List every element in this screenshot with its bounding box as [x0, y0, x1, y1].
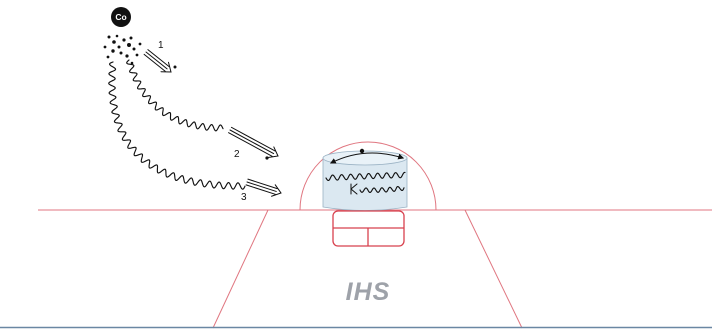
detector-dome [299, 141, 437, 211]
cobalt-source: Co [111, 7, 131, 27]
particle-dot [117, 45, 121, 49]
particle-dot [103, 45, 107, 49]
arrow-shaft-line [145, 51, 168, 70]
arrow-shaft-line [246, 181, 277, 192]
path-arrow-3 [245, 178, 282, 197]
particle-dot [107, 35, 111, 39]
platform-logo-text: IHS [346, 278, 391, 306]
particle-dot [122, 38, 126, 42]
cylinder-body [322, 157, 408, 211]
particle-dot [127, 43, 131, 47]
particle-dot [111, 49, 115, 53]
arrow-shaft-line [229, 129, 275, 155]
arrow-shaft-line [228, 132, 273, 157]
particle-dot [132, 47, 136, 51]
particle-dot [265, 156, 269, 160]
inner-wave [325, 171, 406, 182]
particle-dot [125, 54, 129, 58]
platform-left-edge [212, 209, 269, 329]
particle-dot [119, 51, 123, 55]
inner-mark [350, 183, 358, 195]
arrow-shaft-line [147, 49, 170, 68]
path-arrow-2 [228, 126, 279, 158]
inner-wave [359, 185, 405, 194]
gamma-wave-path-3 [108, 61, 246, 190]
arrow-shaft-line [230, 126, 276, 152]
cobalt-source-label: Co [115, 12, 126, 22]
particle-dot [115, 34, 119, 38]
rotation-center-dot [359, 148, 365, 154]
gamma-wave-path-2 [126, 59, 224, 132]
rotation-arrow [329, 152, 405, 164]
particle-dot [173, 65, 177, 69]
path-label-2: 2 [234, 149, 240, 160]
particle-dot [112, 40, 116, 44]
path-arrow-1 [143, 49, 172, 73]
particle-dot [129, 36, 133, 40]
particle-dot [135, 53, 139, 57]
arrow-shaft-line [245, 184, 276, 195]
arrow-shaft-line [247, 178, 278, 190]
arrowhead [271, 184, 282, 197]
sample-container [332, 210, 405, 247]
particle-cluster [103, 34, 269, 160]
arrow-shaft-line [143, 53, 166, 72]
path-label-3: 3 [241, 192, 247, 203]
platform-right-edge [464, 209, 523, 329]
particle-dot [130, 61, 134, 65]
arrowhead [160, 61, 172, 73]
path-label-1: 1 [158, 40, 164, 51]
sample-cylinder [322, 148, 408, 211]
particle-dot [106, 55, 110, 59]
arrowhead [267, 146, 279, 158]
cobalt-source-circle [111, 7, 131, 27]
particle-dot [138, 42, 142, 46]
